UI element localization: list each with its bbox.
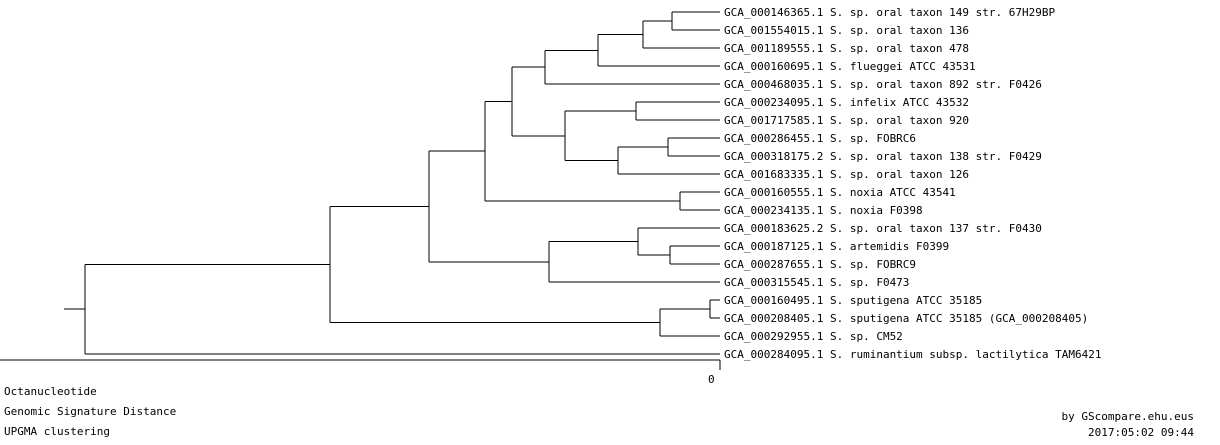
- leaf-label: GCA_000160555.1 S. noxia ATCC 43541: [724, 186, 956, 199]
- leaf-label: GCA_000286455.1 S. sp. FOBRC6: [724, 132, 916, 145]
- leaf-label: GCA_001683335.1 S. sp. oral taxon 126: [724, 168, 969, 181]
- leaf-label: GCA_000208405.1 S. sputigena ATCC 35185 …: [724, 312, 1088, 325]
- leaf-label: GCA_000234095.1 S. infelix ATCC 43532: [724, 96, 969, 109]
- timestamp-label: 2017:05:02 09:44: [1088, 426, 1194, 439]
- leaf-label: GCA_000234135.1 S. noxia F0398: [724, 204, 923, 217]
- clustering-label: UPGMA clustering: [4, 425, 110, 438]
- leaf-label: GCA_000187125.1 S. artemidis F0399: [724, 240, 949, 253]
- leaf-label: GCA_000292955.1 S. sp. CM52: [724, 330, 903, 343]
- leaf-label: GCA_000183625.2 S. sp. oral taxon 137 st…: [724, 222, 1042, 235]
- leaf-label: GCA_000284095.1 S. ruminantium subsp. la…: [724, 348, 1102, 361]
- leaf-label: GCA_000318175.2 S. sp. oral taxon 138 st…: [724, 150, 1042, 163]
- credit-label: by GScompare.ehu.eus: [1061, 410, 1194, 423]
- leaf-label: GCA_001189555.1 S. sp. oral taxon 478: [724, 42, 969, 55]
- leaf-label: GCA_001554015.1 S. sp. oral taxon 136: [724, 24, 969, 37]
- leaf-label: GCA_000468035.1 S. sp. oral taxon 892 st…: [724, 78, 1042, 91]
- leaf-label: GCA_000160695.1 S. flueggei ATCC 43531: [724, 60, 976, 73]
- leaf-label: GCA_000160495.1 S. sputigena ATCC 35185: [724, 294, 982, 307]
- leaf-label: GCA_000315545.1 S. sp. F0473: [724, 276, 909, 289]
- axis-zero-label: 0: [708, 373, 715, 386]
- leaf-label: GCA_000287655.1 S. sp. FOBRC9: [724, 258, 916, 271]
- leaf-label: GCA_001717585.1 S. sp. oral taxon 920: [724, 114, 969, 127]
- distance-label: Genomic Signature Distance: [4, 405, 177, 418]
- method-label: Octanucleotide: [4, 385, 97, 398]
- leaf-label: GCA_000146365.1 S. sp. oral taxon 149 st…: [724, 6, 1056, 19]
